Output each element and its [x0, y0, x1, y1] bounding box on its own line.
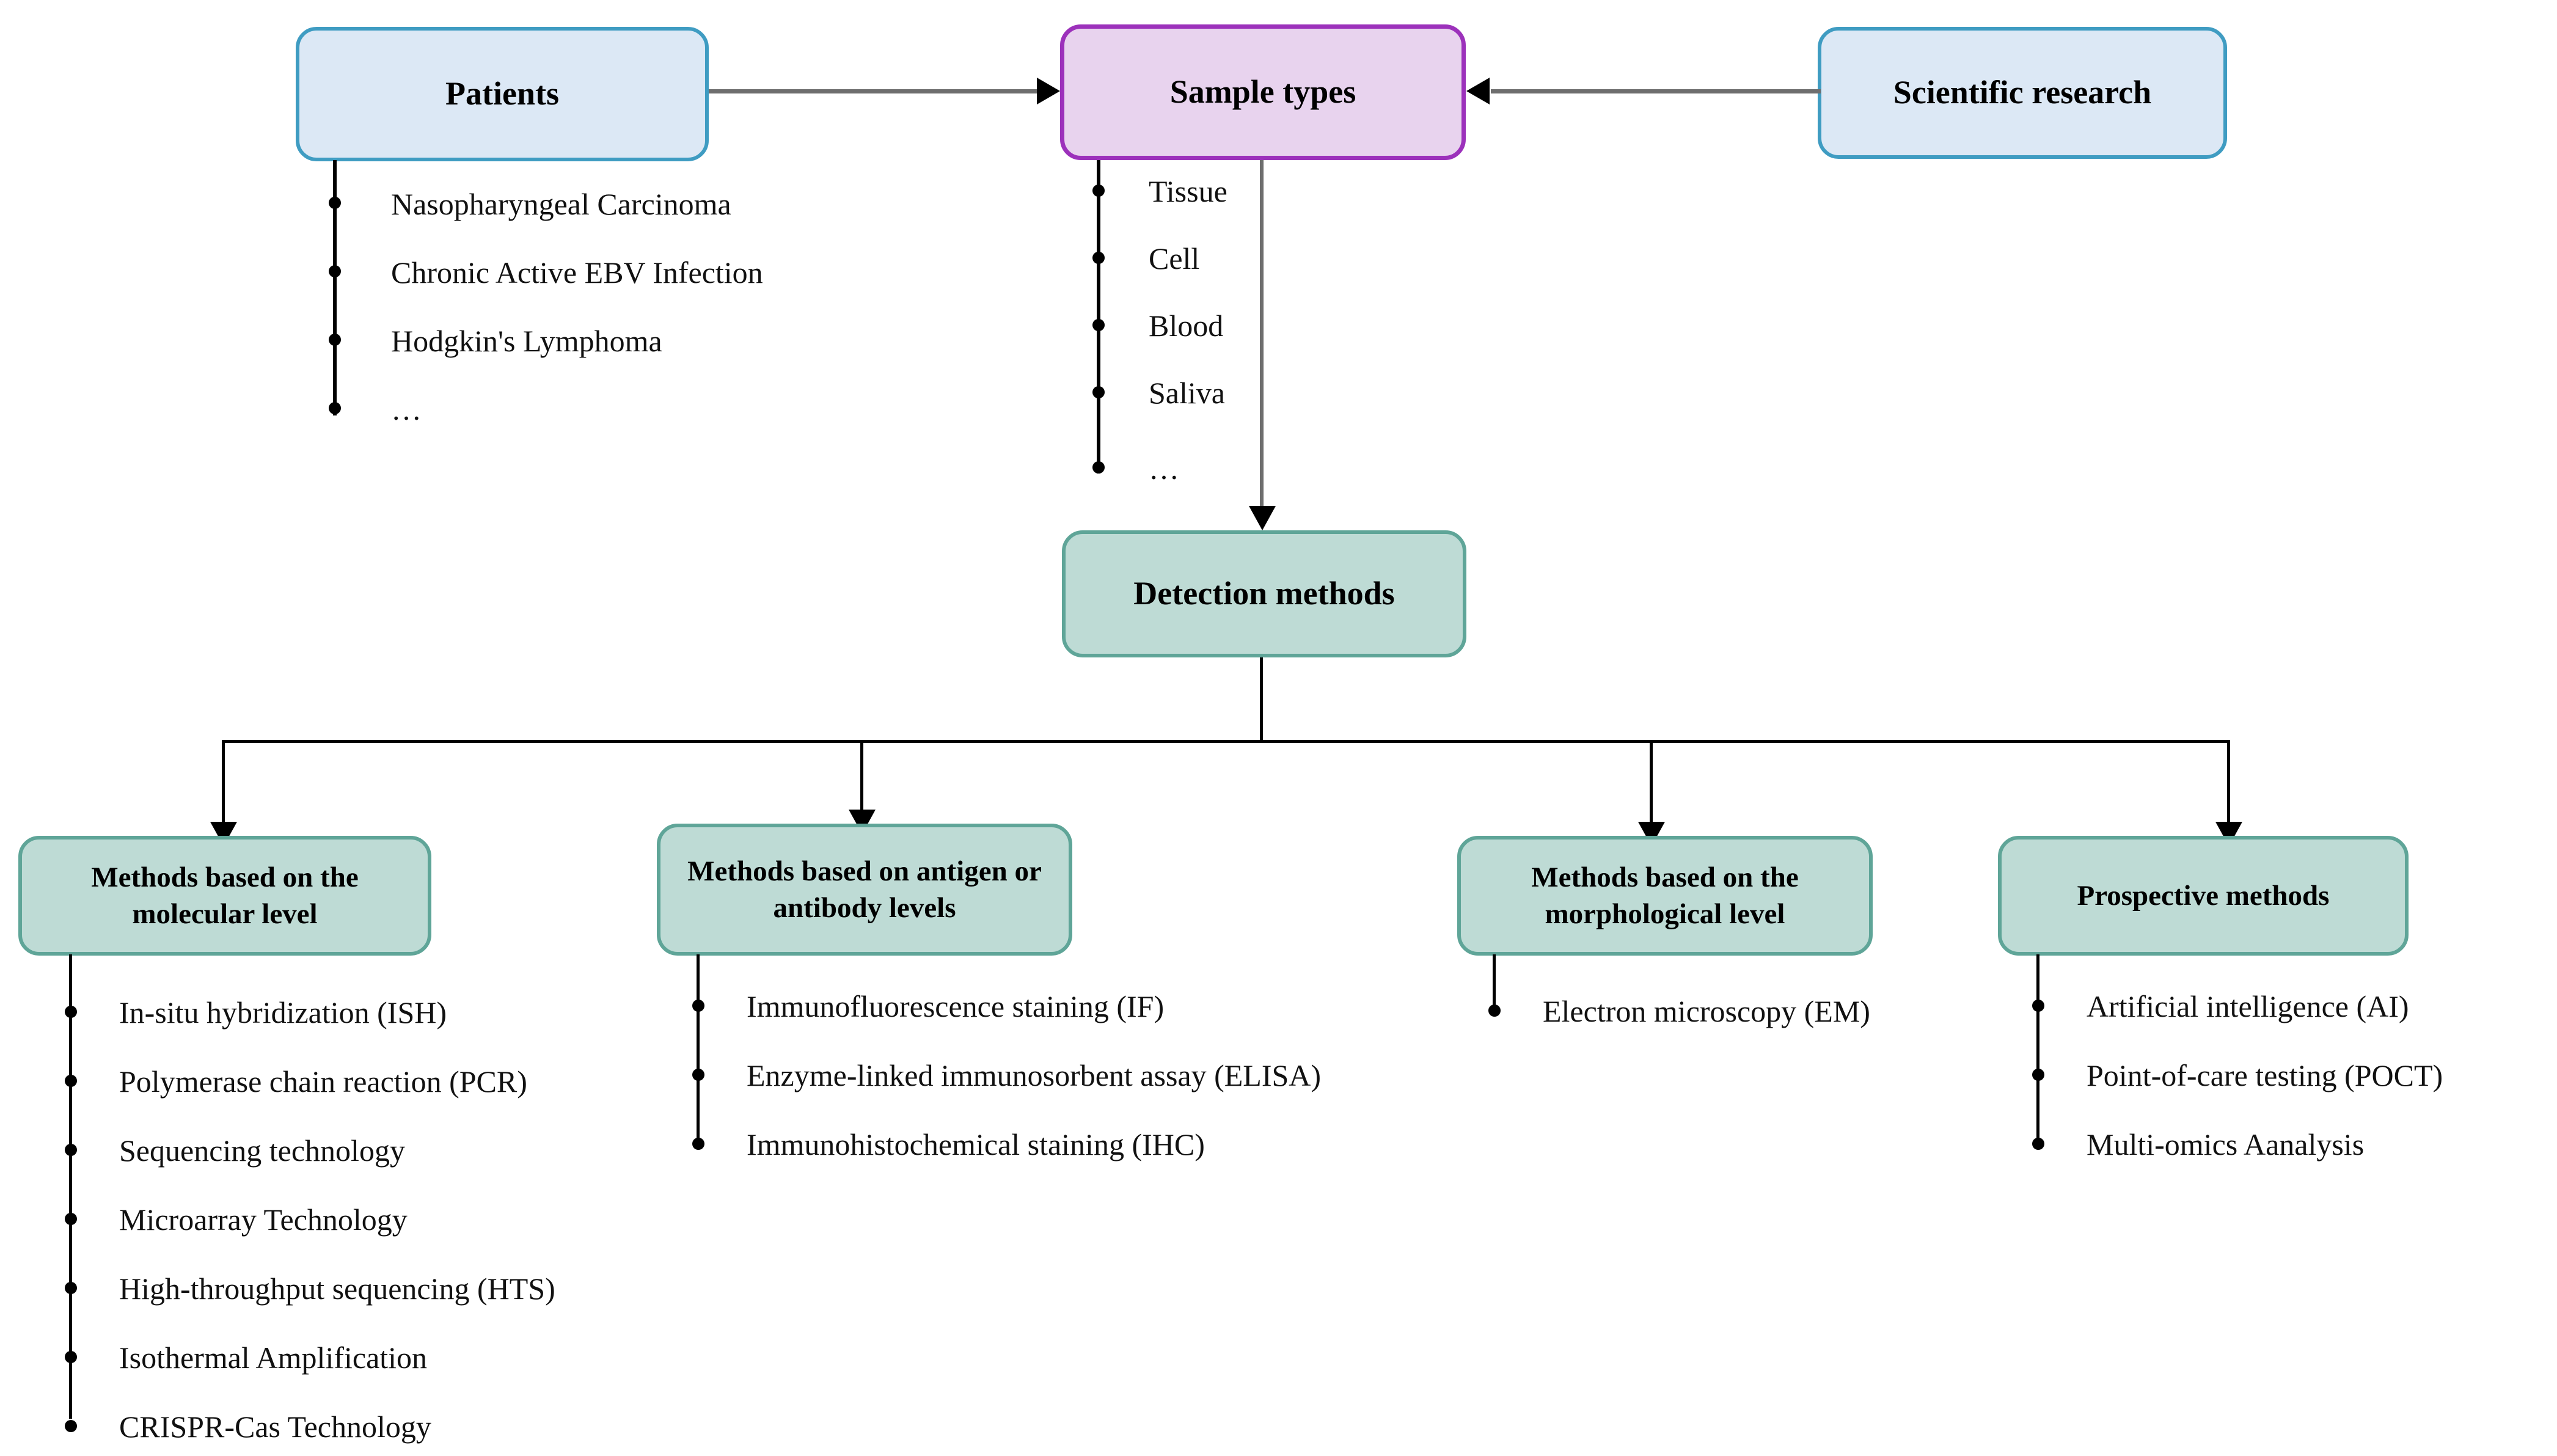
list-item: Blood: [1149, 309, 1224, 343]
bullet-dot: [65, 1282, 77, 1294]
arrowhead-sample-types-to-detection: [1249, 506, 1276, 530]
edge-research-to-sample-types: [1491, 89, 1821, 93]
node-sample-types-label: Sample types: [1169, 73, 1356, 111]
bullet-dot: [692, 1138, 704, 1150]
bullet-dot: [1092, 386, 1105, 398]
arrowhead-patients-to-sample-types: [1037, 78, 1060, 104]
node-molecular-methods[interactable]: Methods based on the molecular level: [18, 836, 431, 956]
node-antigen-methods-label: Methods based on antigen or antibody lev…: [687, 855, 1042, 924]
connector-prospective-list: [2036, 954, 2039, 1149]
list-item: …: [391, 392, 422, 426]
node-morphological-methods[interactable]: Methods based on the morphological level: [1457, 836, 1873, 956]
bullet-dot: [1092, 319, 1105, 331]
edge-sample-types-to-detection: [1260, 160, 1264, 508]
list-item: CRISPR-Cas Technology: [119, 1410, 431, 1444]
bullet-dot: [65, 1075, 77, 1087]
connector-antigen-list: [697, 954, 700, 1149]
list-item: Cell: [1149, 241, 1200, 276]
list-item: Enzyme-linked immunosorbent assay (ELISA…: [747, 1058, 1322, 1092]
connector-molecular-list: [69, 954, 72, 1419]
list-item: Sequencing technology: [119, 1133, 405, 1168]
bullet-dot: [2032, 1138, 2044, 1150]
list-item: Point-of-care testing (POCT): [2087, 1058, 2443, 1092]
node-scientific-research-label: Scientific research: [1893, 74, 2152, 111]
list-item: Artificial intelligence (AI): [2087, 989, 2409, 1023]
node-antigen-methods[interactable]: Methods based on antigen or antibody lev…: [657, 824, 1072, 956]
edge-branch-antigen: [860, 740, 863, 859]
node-scientific-research[interactable]: Scientific research: [1818, 27, 2227, 159]
arrowhead-research-to-sample-types: [1466, 78, 1490, 104]
list-item: Tissue: [1149, 174, 1227, 208]
connector-sample-types-list: [1097, 160, 1100, 474]
bullet-dot: [65, 1351, 77, 1363]
node-morphological-methods-label: Methods based on the morphological level: [1531, 861, 1799, 930]
connector-patients-list: [333, 160, 337, 415]
bullet-dot: [692, 1000, 704, 1012]
bullet-dot: [692, 1069, 704, 1081]
bullet-dot: [2032, 1000, 2044, 1012]
node-detection-methods[interactable]: Detection methods: [1062, 530, 1466, 657]
bullet-dot: [329, 265, 341, 277]
bullet-dot: [65, 1213, 77, 1225]
bullet-dot: [1488, 1004, 1501, 1017]
edge-detection-trunk: [1260, 657, 1263, 741]
list-item: Microarray Technology: [119, 1202, 408, 1237]
list-item: Multi-omics Aanalysis: [2087, 1127, 2365, 1162]
edge-branch-morphological: [1650, 740, 1653, 871]
node-prospective-methods-label: Prospective methods: [2077, 879, 2330, 912]
bullet-dot: [1092, 461, 1105, 474]
bullet-dot: [1092, 252, 1105, 264]
edge-branch-prospective: [2227, 740, 2230, 871]
edge-patients-to-sample-types: [709, 89, 1039, 93]
bullet-dot: [329, 197, 341, 209]
list-item: Isothermal Amplification: [119, 1341, 428, 1375]
node-patients-label: Patients: [445, 75, 559, 112]
list-item: Nasopharyngeal Carcinoma: [391, 187, 731, 221]
list-item: Hodgkin's Lymphoma: [391, 324, 662, 358]
list-item: Polymerase chain reaction (PCR): [119, 1064, 527, 1099]
node-sample-types[interactable]: Sample types: [1060, 24, 1466, 160]
bullet-dot: [65, 1420, 77, 1432]
list-item: Electron microscopy (EM): [1543, 994, 1870, 1028]
bullet-dot: [329, 402, 341, 414]
list-item: In-situ hybridization (ISH): [119, 995, 447, 1030]
list-item: Immunohistochemical staining (IHC): [747, 1127, 1205, 1162]
list-item: Chronic Active EBV Infection: [391, 255, 763, 290]
node-prospective-methods[interactable]: Prospective methods: [1998, 836, 2409, 956]
bullet-dot: [329, 334, 341, 346]
node-molecular-methods-label: Methods based on the molecular level: [91, 861, 359, 930]
list-item: Saliva: [1149, 376, 1225, 410]
edge-detection-bus: [222, 740, 2229, 743]
bullet-dot: [2032, 1069, 2044, 1081]
edge-branch-molecular: [222, 740, 225, 871]
bullet-dot: [65, 1144, 77, 1156]
bullet-dot: [65, 1006, 77, 1018]
node-detection-methods-label: Detection methods: [1133, 575, 1395, 612]
node-patients[interactable]: Patients: [296, 27, 709, 161]
connector-morphological-list: [1493, 954, 1496, 1015]
list-item: High-throughput sequencing (HTS): [119, 1271, 555, 1306]
list-item: …: [1149, 452, 1179, 486]
list-item: Immunofluorescence staining (IF): [747, 989, 1165, 1023]
bullet-dot: [1092, 185, 1105, 197]
